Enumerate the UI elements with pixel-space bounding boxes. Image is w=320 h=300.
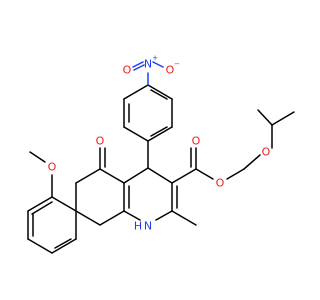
ester-oxygen-label: O (216, 177, 225, 190)
ester-chain (171, 109, 295, 184)
ester-carbonyl-oxygen-label: O (192, 135, 201, 148)
quinoline-core (75, 140, 197, 226)
nitro-nitrogen-label: N (144, 58, 152, 71)
ether-oxygen-label: O (262, 146, 271, 159)
nitro-group: N + O O − (123, 54, 180, 86)
ketone-oxygen-label: O (96, 135, 105, 148)
nitrophenyl-ring (123, 84, 173, 142)
methoxyphenyl-ring (27, 151, 77, 254)
molecule-diagram: N + O O − O N H (27, 54, 295, 254)
nitro-oxygen-left-label: O (123, 64, 132, 77)
nitro-minus-charge: − (174, 60, 180, 68)
amine-nitrogen-label: N (144, 220, 152, 233)
nitro-plus-charge: + (152, 54, 158, 62)
nitro-oxygen-right-label: O (166, 64, 175, 77)
amine-hydrogen-label: H (134, 220, 142, 233)
methoxy-oxygen-label: O (48, 161, 57, 174)
